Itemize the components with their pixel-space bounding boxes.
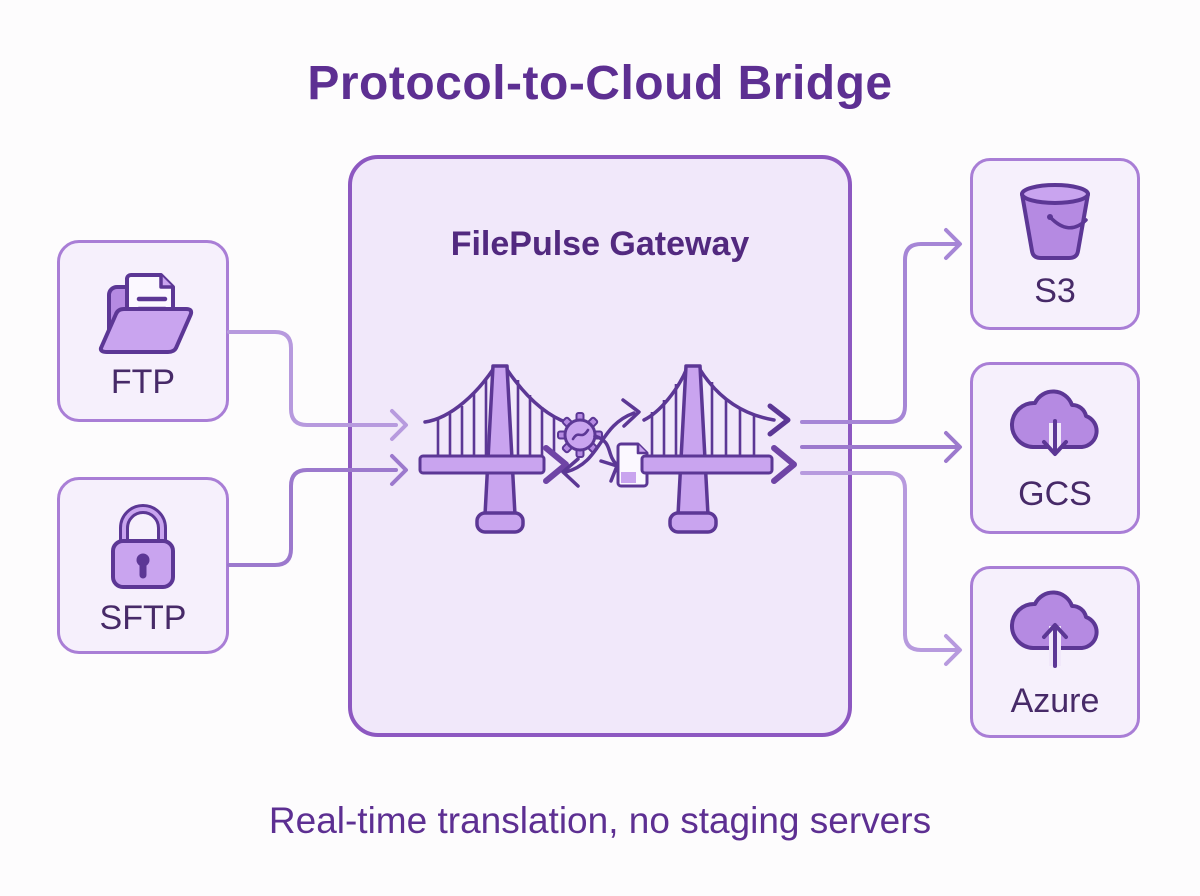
connector-gateway-gcs [800,431,962,463]
connector-gateway-azure [800,471,962,666]
node-label: S3 [1034,272,1076,310]
folder-icon [98,273,194,354]
destination-node-azure: Azure [970,566,1140,738]
diagram-subtitle: Real-time translation, no staging server… [268,800,932,841]
bridge-left-icon [418,364,570,534]
connector-ftp-gateway [227,330,408,441]
source-node-sftp: SFTP [57,477,229,654]
cloud-download-icon [1010,389,1099,456]
bucket-icon [1020,183,1090,260]
gear-icon [557,412,603,458]
destination-node-gcs: GCS [970,362,1140,534]
gateway-label: FilePulse Gateway [450,225,750,263]
destination-node-s3: S3 [970,158,1140,330]
swap-arrows-icon [561,398,641,488]
source-node-ftp: FTP [57,240,229,422]
cloud-upload-icon [1010,590,1099,668]
node-label: GCS [1018,475,1092,513]
lock-icon [111,503,175,589]
node-label: FTP [110,363,176,401]
document-icon [616,442,649,488]
connector-gateway-s3 [800,228,962,424]
bridge-right-icon [640,364,797,534]
connector-sftp-gateway [227,454,408,567]
bridge-transform-illustration [418,364,797,534]
diagram-title: Protocol-to-Cloud Bridge [307,57,893,110]
node-label: Azure [1010,682,1100,720]
node-label: SFTP [99,598,187,637]
